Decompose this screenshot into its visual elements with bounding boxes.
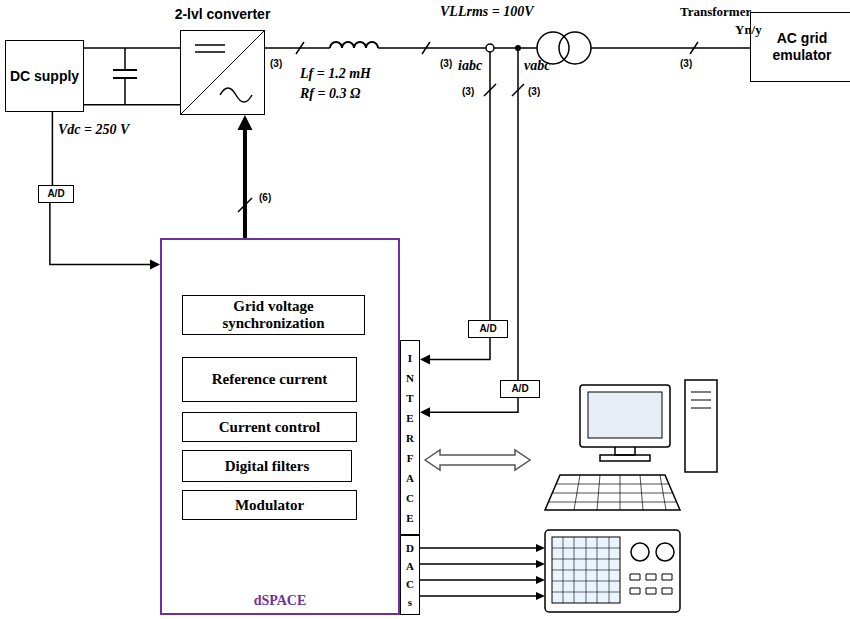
- node-label: Modulator: [235, 497, 304, 514]
- converter-box: 2-lvl converter: [180, 30, 265, 115]
- connector: [237, 115, 252, 238]
- voltage-rating: VLLrms = 100V: [440, 4, 534, 19]
- inductance-value: Lf = 1.2 mH: [300, 66, 371, 81]
- monitor-base: [600, 455, 650, 461]
- adc-box: A/D: [500, 380, 540, 398]
- transformer-winding: [559, 32, 591, 64]
- tower-drive: [691, 392, 711, 408]
- phase-count: (3): [462, 84, 474, 99]
- interface-bar: INTERFACE: [400, 340, 420, 535]
- computer-tower: [685, 380, 717, 472]
- node-label: A/D: [479, 323, 496, 335]
- bundle-slash: [238, 42, 698, 212]
- keyboard: [545, 475, 680, 510]
- node-label: DC supply: [10, 68, 79, 85]
- process-box: Grid voltage synchronization: [182, 295, 365, 335]
- phase-count: (3): [270, 56, 282, 71]
- transformer-connection: Yn/y: [735, 22, 762, 37]
- connector: [52, 112, 53, 185]
- dac-wire: [420, 548, 537, 596]
- adc-box: A/D: [38, 185, 74, 203]
- inductor-symbol: [330, 42, 378, 48]
- scope-knob: [656, 543, 674, 561]
- process-box: Current control: [182, 412, 357, 442]
- monitor: [580, 385, 670, 447]
- node-label: Reference current: [212, 371, 328, 388]
- monitor-stand: [615, 447, 635, 455]
- scope-buttons: [630, 574, 672, 594]
- transformer-label: Transformer: [680, 4, 751, 19]
- phase-count: (3): [528, 84, 540, 99]
- scope-screen: [552, 537, 620, 603]
- node-label: A/D: [47, 188, 64, 200]
- signal-name: iabc: [458, 58, 482, 73]
- node-label: AC grid emulator: [751, 30, 850, 64]
- ac-wire: [265, 47, 750, 49]
- grid-emulator-box: AC grid emulator: [750, 12, 850, 82]
- connector: [50, 203, 160, 269]
- edge-label: (6): [258, 192, 272, 203]
- node-label: DACs: [405, 539, 416, 611]
- phase-count: (3): [680, 56, 692, 71]
- adc-box: A/D: [468, 320, 508, 338]
- node-label: INTERFACE: [405, 348, 416, 528]
- monitor-screen: [588, 392, 662, 438]
- oscilloscope: [545, 530, 680, 612]
- scope-knob: [631, 543, 649, 561]
- scope-grid: [552, 537, 620, 603]
- current-sensor: [486, 44, 494, 52]
- connector: [420, 338, 490, 365]
- process-box: Modulator: [182, 490, 357, 520]
- node-label: dSPACE: [162, 593, 398, 609]
- connector: [420, 398, 518, 417]
- controller-box: dSPACE Grid voltage synchronizationRefere…: [160, 238, 400, 615]
- resistance-value: Rf = 0.3 Ω: [300, 86, 360, 101]
- supply-box: DC supply: [5, 40, 84, 112]
- converter-symbol: [180, 30, 265, 115]
- keyboard-keys: [549, 475, 676, 510]
- ac-symbol: [220, 88, 252, 102]
- node-label: Current control: [219, 419, 321, 436]
- dc-symbol: [195, 45, 225, 52]
- node-label: 2-lvl converter: [175, 6, 271, 22]
- interface-arrow: [425, 450, 530, 470]
- connector: [84, 47, 180, 48]
- node-label: Digital filters: [225, 458, 310, 475]
- capacitor-wire: [124, 48, 126, 105]
- phase-count: (3): [440, 56, 452, 71]
- node-label: A/D: [511, 383, 528, 395]
- process-box: Digital filters: [182, 450, 352, 482]
- node-label: Grid voltage synchronization: [183, 298, 364, 332]
- connector: [84, 104, 180, 105]
- capacitor-symbol: [113, 70, 137, 78]
- signal-name: vabc: [524, 58, 550, 73]
- dac-arrowheads: [515, 45, 545, 600]
- voltage-rating: Vdc = 250 V: [58, 122, 129, 137]
- process-box: Reference current: [182, 357, 357, 402]
- dac-bar: DACs: [400, 535, 420, 615]
